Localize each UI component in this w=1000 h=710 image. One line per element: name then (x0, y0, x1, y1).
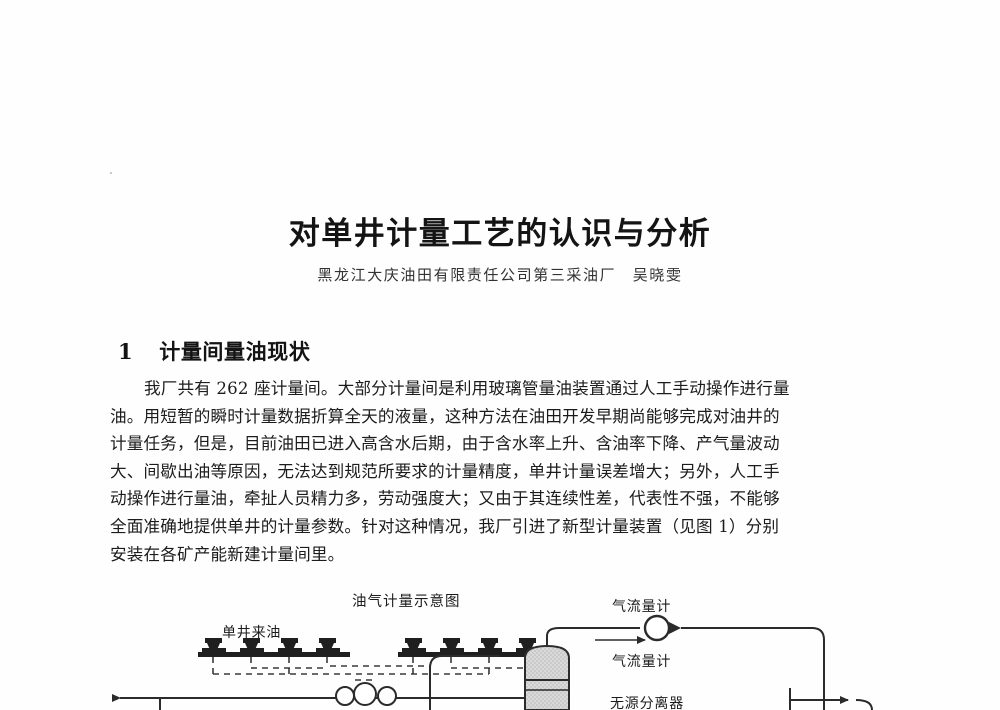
passive-separator-vessel (524, 627, 580, 710)
section-number: 1 (118, 339, 134, 365)
paragraph-line: 计量任务，但是，目前油田已进入高含水后期，由于含水率上升、含油率下降、产气量波动 (110, 434, 780, 454)
diagram-canvas (112, 614, 873, 710)
paragraph-line: 全面准确地提供单井的计量参数。针对这种情况，我厂引进了新型计量装置（见图 1）分… (110, 516, 780, 536)
label-single-well-oil-inlet: 单井来油 (222, 625, 282, 641)
two-phase-flow-line (120, 682, 560, 706)
paragraph-line: 我厂共有 262 座计量间。大部分计量间是利用玻璃管量油装置通过人工手动操作进行… (144, 379, 790, 398)
body-paragraph: 我厂共有 262 座计量间。大部分计量间是利用玻璃管量油装置通过人工手动操作进行… (110, 375, 893, 568)
section-heading: 1 计量间量油现状 (118, 336, 310, 366)
separator-outlet-arrow (789, 688, 873, 710)
paragraph-line: 大、间歇出油等原因，无法达到规范所要求的计量精度，单井计量误差增大；另外，人工手 (110, 461, 780, 481)
label-gas-flow-meter-top: 气流量计 (612, 599, 672, 615)
scan-artifact-speck (110, 172, 112, 174)
paragraph-line: 油。用短暂的瞬时计量数据折算全天的液量，这种方法在油田开发早期尚能够完成对油井的 (110, 406, 780, 426)
oil-outlet-arrow (112, 694, 161, 710)
section-title: 计量间量油现状 (159, 339, 311, 365)
recycle-pipe-loop (429, 655, 500, 710)
page-title: 对单井计量工艺的认识与分析 (288, 215, 712, 252)
paragraph-line: 动操作进行量油，牵扯人员精力多，劳动强度大；又由于其连续性差，代表性不强，不能够 (110, 489, 780, 509)
label-gas-flow-meter-mid: 气流量计 (612, 654, 672, 670)
wellhead-manifold-group (198, 638, 553, 681)
gas-flow-meter-symbol (577, 614, 825, 710)
figure-oil-gas-metering-diagram: 油气计量示意图 (0, 588, 1000, 710)
label-passive-separator: 无源分离器 (610, 696, 684, 710)
author-affiliation-line: 黑龙江大庆油田有限责任公司第三采油厂 吴晓雯 (317, 266, 683, 284)
figure-caption: 油气计量示意图 (352, 594, 461, 610)
paragraph-line: 安装在各矿产能新建计量间里。 (110, 544, 345, 564)
